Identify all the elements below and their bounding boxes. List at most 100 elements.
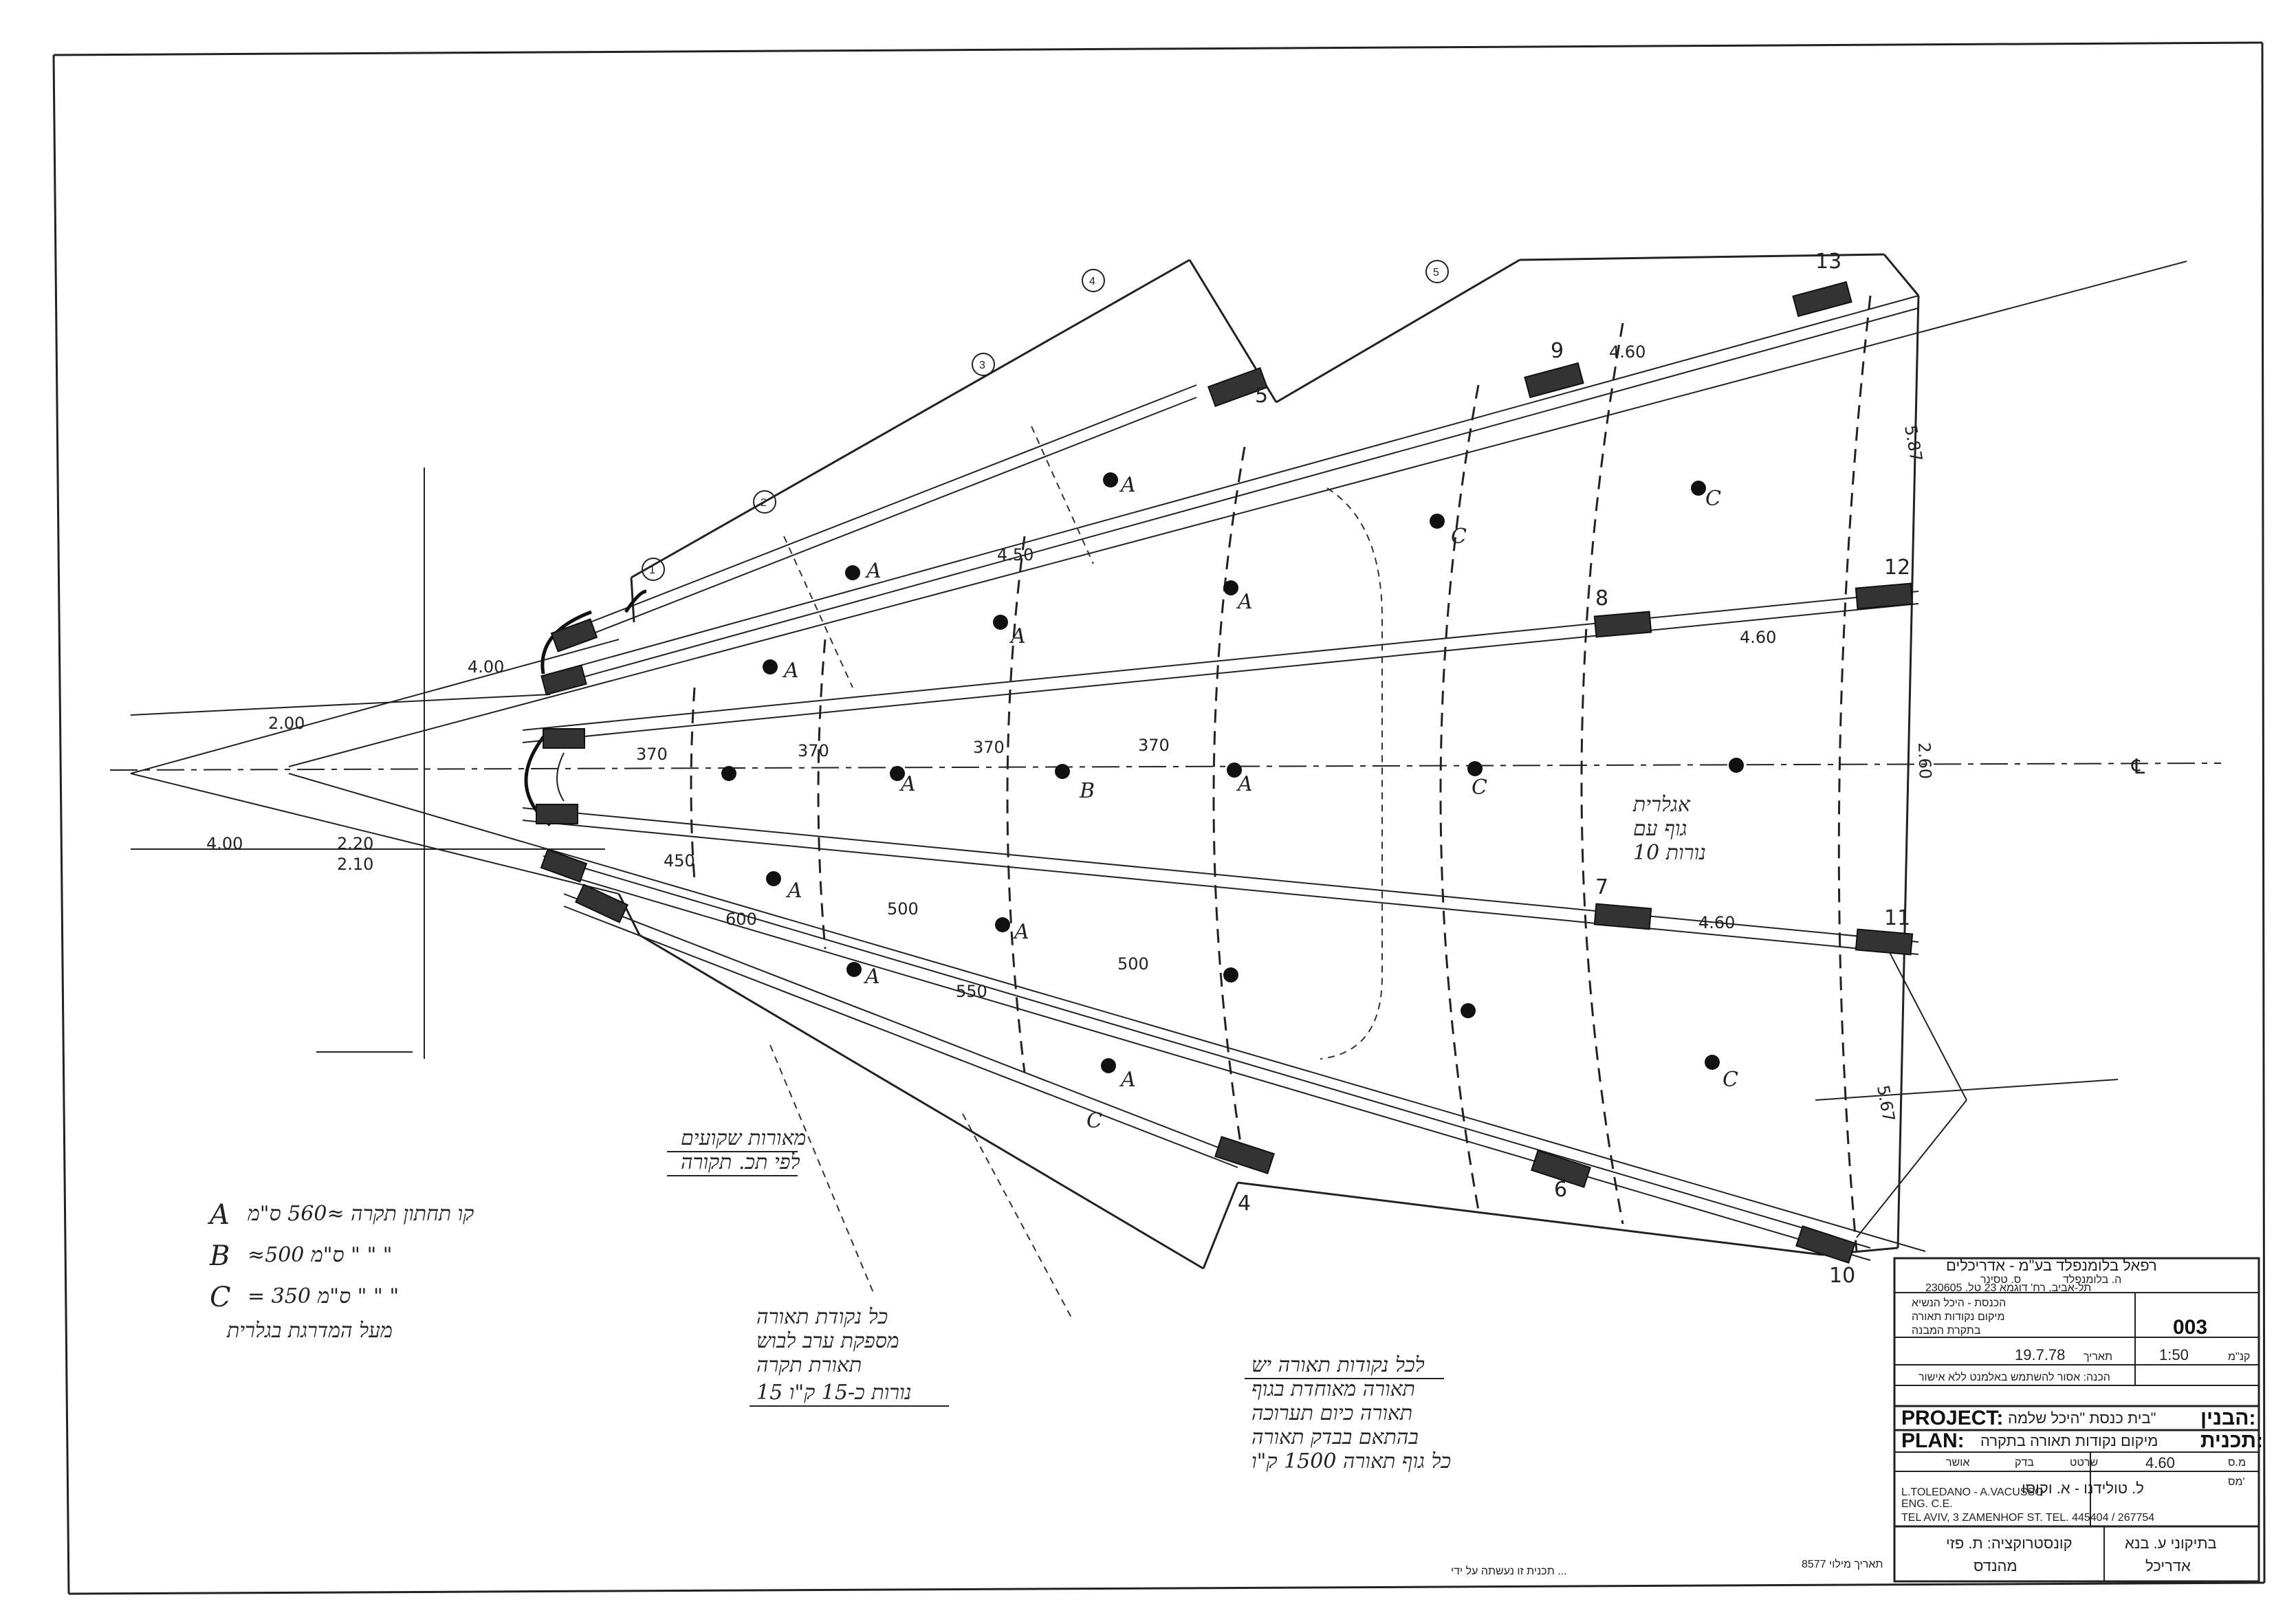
note-each-point: כל נקודת תאורה מספקת ערב לבוש תאורת תקרה… <box>750 1305 949 1407</box>
svg-text:C: C <box>1086 1109 1102 1133</box>
legend-text: ≈500 ס"מ " " " <box>248 1243 393 1267</box>
beam-number: 10 <box>1829 1264 1855 1288</box>
beam-number: 12 <box>1884 556 1910 580</box>
project-he: הבנין: <box>2200 1407 2256 1429</box>
svg-text:500: 500 <box>887 899 919 919</box>
svg-text:תאורת תקרה: תאורת תקרה <box>756 1353 862 1377</box>
beam-supports <box>536 281 1914 1264</box>
footer-note: תאריך מילוי 8577 <box>1802 1558 1883 1570</box>
ceiling-dashed-lines <box>690 295 1872 1321</box>
consultant: קונסטרוקציה: ת. פזי <box>1946 1535 2073 1552</box>
svg-text:A: A <box>1009 624 1026 648</box>
svg-text:לכל נקודות תאורה יש: לכל נקודות תאורה יש <box>1251 1353 1425 1377</box>
drawn-by: שרטט <box>2070 1457 2098 1469</box>
svg-text:בהתאם בבדק תאורה: בהתאם בבדק תאורה <box>1251 1425 1419 1449</box>
plan: מיקום נקודות תאורה בתקרה <box>1980 1432 2158 1449</box>
svg-text:2.60: 2.60 <box>1914 742 1935 779</box>
sheet-border <box>52 41 2266 1595</box>
legend-text: קו תחתון תקרה ≈560 ס"מ <box>248 1202 474 1226</box>
svg-text:A: A <box>899 772 916 796</box>
date: 19.7.78 <box>2015 1346 2065 1363</box>
beams <box>522 295 1919 1261</box>
note-lighting-ceiling: מאורות שקועים לפי תכ. תקורה <box>667 1126 806 1176</box>
dimensions: 370 370 370 370 450 500 600 500 550 4.00… <box>206 342 1935 1123</box>
svg-text:4.00: 4.00 <box>468 657 504 677</box>
note-gallery: אגלרית גוף עם 10 נורות <box>1632 793 1706 865</box>
grid-circles: 1 2 3 4 5 <box>642 260 1449 581</box>
beam-number: 13 <box>1815 250 1841 274</box>
drawing-title: הכנסת - היכל הנשיא <box>1912 1297 2006 1309</box>
svg-text:4.60: 4.60 <box>1740 628 1776 647</box>
title-block: רפאל בלומנפלד בע"מ - אדריכלים ה. בלומנפל… <box>1893 1257 2263 1583</box>
plan-he: תכנית: <box>2200 1429 2263 1452</box>
legend-text: מעל המדרגת בגלרית <box>226 1319 393 1343</box>
grid-circle-label: 3 <box>979 360 985 371</box>
firm-addr: ס. טסינר <box>1980 1274 2021 1286</box>
firm-name: רפאל בלומנפלד בע"מ - אדריכלים <box>1946 1257 2157 1274</box>
centerline-mark: ℄ <box>2131 755 2145 779</box>
svg-text:4.50: 4.50 <box>997 545 1034 564</box>
project-label: PROJECT: <box>1901 1407 2003 1429</box>
footer-note: תכנית זו נעשתה על ידי ... <box>1451 1565 1567 1577</box>
fixture-legend: A קו תחתון תקרה ≈560 ס"מ B ≈500 ס"מ " " … <box>207 1199 474 1343</box>
svg-text:A: A <box>1236 772 1253 796</box>
svg-text:C: C <box>1472 776 1487 800</box>
engineers-he: ל. טולידנו - א. וקוסו <box>2022 1480 2144 1497</box>
svg-text:A: A <box>1119 1068 1136 1092</box>
svg-text:15 נורות כ-15 ק"ו: 15 נורות כ-15 ק"ו <box>756 1381 911 1405</box>
svg-text:370: 370 <box>1138 736 1170 755</box>
note-bar: הכנה: אסור להשתמש באלמנט ללא אישור <box>1918 1371 2110 1383</box>
grid-circle-label: 2 <box>761 497 767 509</box>
firm-tel: תל-אביב, רח' דוגמא 23 טל. 230605 <box>1925 1282 2091 1294</box>
svg-text:מאורות שקועים: מאורות שקועים <box>681 1126 806 1150</box>
beam-number: 11 <box>1884 906 1910 930</box>
svg-text:A: A <box>864 559 882 583</box>
svg-text:2.10: 2.10 <box>337 855 373 874</box>
construction-lines <box>130 261 2187 1252</box>
svg-text:מספקת ערב לבוש: מספקת ערב לבוש <box>756 1329 899 1353</box>
svg-text:2.00: 2.00 <box>268 714 305 733</box>
project: בית כנסת "היכל שלמה" <box>2008 1409 2156 1427</box>
svg-text:A: A <box>1236 590 1253 614</box>
svg-text:כל נקודת תאורה: כל נקודת תאורה <box>756 1305 888 1329</box>
svg-text:2.20: 2.20 <box>337 834 373 853</box>
legend-type: B <box>209 1240 230 1272</box>
plan-label: PLAN: <box>1901 1429 1965 1452</box>
svg-text:600: 600 <box>725 910 757 929</box>
svg-text:תאורה מאוחדת בגוף: תאורה מאוחדת בגוף <box>1251 1377 1415 1401</box>
svg-text:C: C <box>1451 525 1467 549</box>
architect-title: אדריכל <box>2145 1557 2191 1574</box>
svg-text:כל גוף תאורה 1500 ק"ו: כל גוף תאורה 1500 ק"ו <box>1251 1449 1451 1473</box>
svg-text:370: 370 <box>798 741 829 760</box>
beam-number: 7 <box>1595 875 1608 899</box>
svg-text:A: A <box>1012 920 1029 944</box>
legend-type: C <box>210 1282 231 1313</box>
svg-text:A: A <box>863 965 880 989</box>
svg-text:450: 450 <box>664 851 695 870</box>
svg-text:A: A <box>1119 473 1136 497</box>
beam-number: 4 <box>1238 1192 1251 1216</box>
engineers-addr: TEL AVIV, 3 ZAMENHOF ST. TEL. 445404 / 2… <box>1901 1512 2154 1524</box>
lighting-points <box>721 472 1744 1073</box>
note-for-each-point: לכל נקודות תאורה יש תאורה מאוחדת בגוף תא… <box>1245 1353 1451 1473</box>
svg-text:B: B <box>1079 779 1095 803</box>
checked: בדק <box>2015 1457 2034 1469</box>
svg-text:5.67: 5.67 <box>1873 1084 1899 1123</box>
beam-number: 5 <box>1255 384 1268 408</box>
legend-type: A <box>207 1199 230 1231</box>
svg-text:5.87: 5.87 <box>1901 424 1926 463</box>
rev-label: מ.ס <box>2228 1457 2246 1469</box>
legend-text: = 350 ס"מ " " " <box>248 1284 399 1308</box>
svg-text:C: C <box>1705 487 1721 511</box>
svg-text:500: 500 <box>1117 954 1149 974</box>
svg-text:4.60: 4.60 <box>1698 913 1735 932</box>
drawing-number: 003 <box>2173 1316 2207 1339</box>
scale: 1:50 <box>2159 1346 2189 1363</box>
grid-circle-label: 1 <box>649 564 655 576</box>
engineers-sub: ENG. C.E. <box>1901 1498 1953 1510</box>
svg-text:4.60: 4.60 <box>1609 342 1646 362</box>
svg-text:לפי תכ. תקורה: לפי תכ. תקורה <box>681 1150 800 1174</box>
fan-plan: ℄ <box>109 250 2222 1321</box>
svg-text:4.00: 4.00 <box>206 834 243 853</box>
